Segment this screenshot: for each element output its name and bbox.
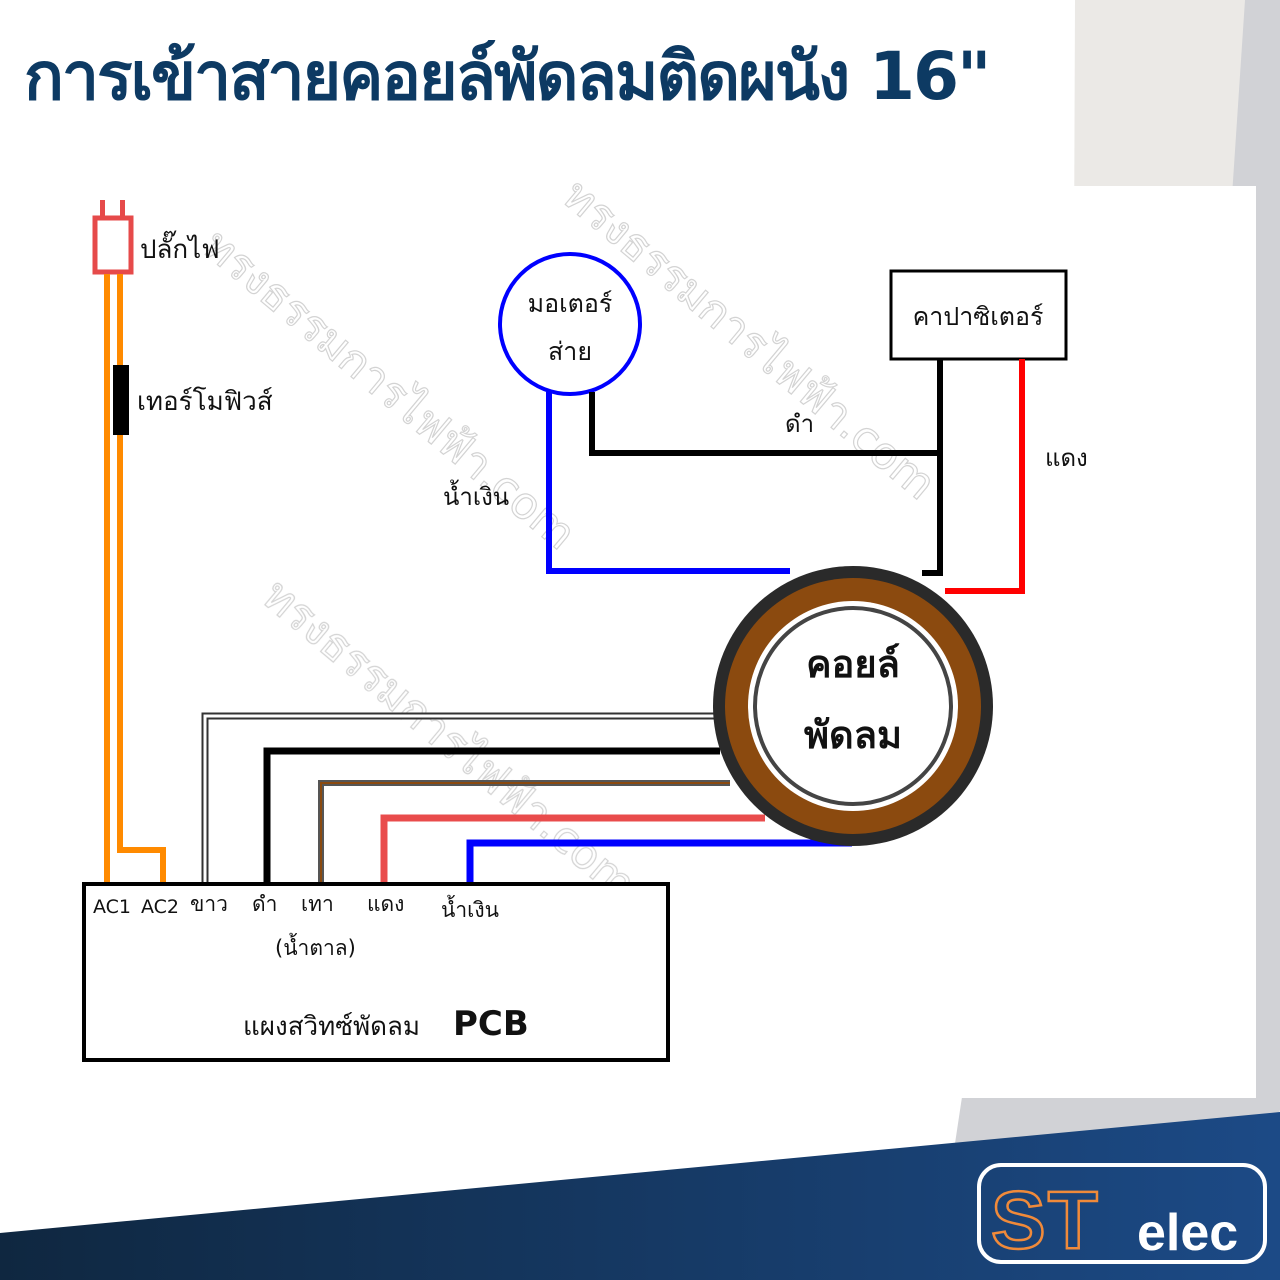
swing-motor-label-2: ส่าย xyxy=(548,337,592,366)
capacitor-icon xyxy=(889,269,1068,361)
wire-red xyxy=(380,814,765,885)
wire-capacitor-red xyxy=(945,359,1025,594)
pcb-box xyxy=(82,882,670,1062)
swing-motor-label-1: มอเตอร์ xyxy=(528,289,613,318)
wire-label-red: แดง xyxy=(1045,444,1088,472)
pcb-terminal-note: (น้ำตาล) xyxy=(275,933,356,960)
swing-motor-icon xyxy=(498,252,642,396)
watermark-text-3: ทรงธรรมการไฟฟ้า.com xyxy=(253,569,645,910)
pcb-label-bold: PCB xyxy=(453,1004,529,1044)
wire-grey-brown xyxy=(318,780,730,885)
wire-label-black: ดำ xyxy=(785,410,814,438)
pcb-terminal-ac1: AC1 xyxy=(93,896,131,918)
plug-icon xyxy=(92,215,134,275)
plug xyxy=(92,200,134,275)
wire-ac2 xyxy=(117,274,166,885)
wire-black xyxy=(263,747,720,885)
page-title: การเข้าสายคอยล์พัดลมติดผนัง 16" xyxy=(24,38,991,115)
plug-label: ปลั๊กไฟ xyxy=(140,230,220,265)
wire-capacitor-black xyxy=(922,359,943,576)
thermal-fuse-label: เทอร์โมฟิวส์ xyxy=(137,386,273,417)
coil-label-1: คอยล์ xyxy=(806,642,900,686)
pcb-label: แผงสวิทซ์พัดลม xyxy=(243,1012,420,1042)
fan-coil xyxy=(713,566,993,846)
stelec-logo: ST elec xyxy=(977,1163,1267,1264)
pcb-terminal-grey: เทา xyxy=(301,892,334,916)
wire-label-blue: น้ำเงิน xyxy=(443,479,509,511)
pcb-terminal-blue: น้ำเงิน xyxy=(441,895,499,922)
pcb-terminal-black: ดำ xyxy=(252,892,277,916)
wire-motor-blue xyxy=(546,392,790,574)
pcb-terminal-white: ขาว xyxy=(190,892,228,916)
footer-band xyxy=(0,1112,1280,1280)
thermal-fuse-icon xyxy=(113,365,129,435)
pcb-terminal-ac2: AC2 xyxy=(141,896,179,918)
logo-elec: elec xyxy=(1137,1204,1238,1262)
capacitor-label: คาปาซิเตอร์ xyxy=(913,302,1044,331)
wire-white xyxy=(201,712,715,885)
pcb-terminal-red: แดง xyxy=(367,892,404,916)
coil-label-2: พัดลม xyxy=(804,713,902,757)
wire-motor-black xyxy=(589,392,940,456)
logo-st: ST xyxy=(991,1175,1100,1264)
wire-blue xyxy=(466,839,852,885)
